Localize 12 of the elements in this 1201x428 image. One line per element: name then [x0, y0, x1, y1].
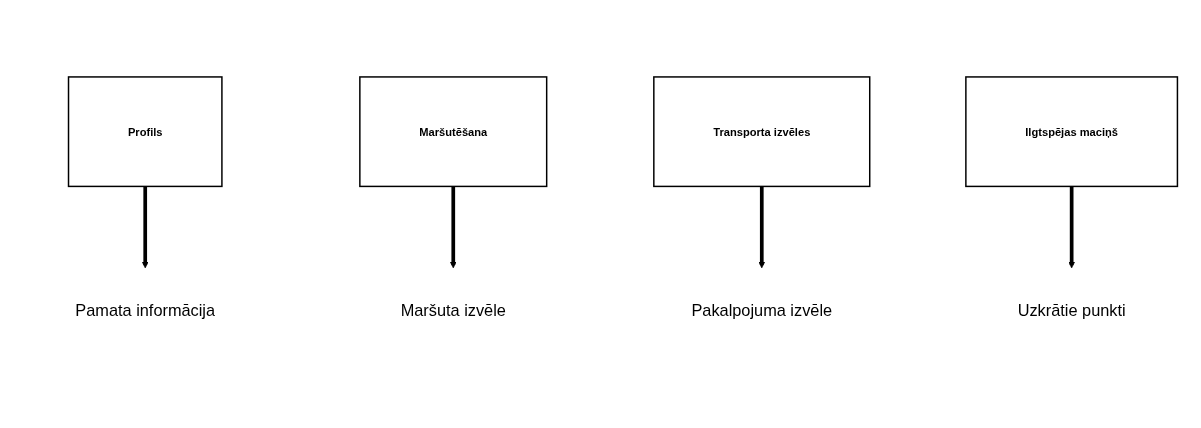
arrow	[1068, 186, 1075, 268]
node-box: Transporta izvēles	[653, 75, 871, 187]
node-text: Maršuta izvēle	[400, 300, 506, 319]
node-text: Uzkrātie punkti	[1017, 300, 1126, 319]
arrow	[758, 186, 766, 268]
node-box: Ilgtspējas maciņš	[965, 75, 1179, 187]
node-box: Profils	[67, 75, 223, 187]
node-text: Pamata informācija	[75, 300, 216, 319]
node-box: Maršutēšana	[359, 75, 548, 187]
arrow	[450, 186, 457, 268]
node-text: Pakalpojuma izvēle	[691, 300, 833, 319]
arrow	[141, 186, 149, 268]
